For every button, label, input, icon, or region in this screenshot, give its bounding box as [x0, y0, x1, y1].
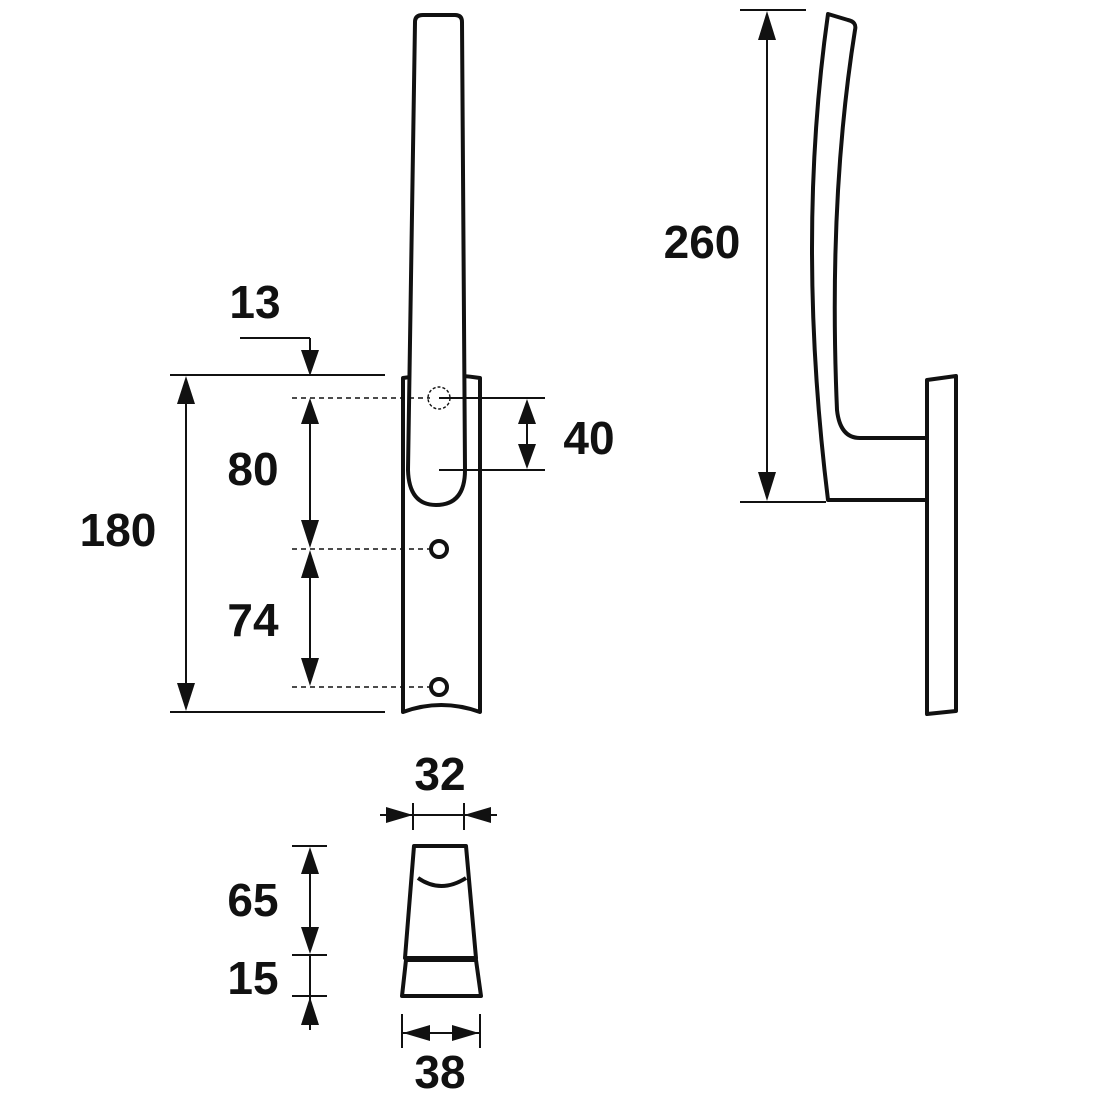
- upper-fixing-hole: [429, 539, 449, 559]
- dimension-rose-length-label: 180: [80, 504, 157, 556]
- extension-lines: [170, 337, 545, 713]
- dimension-hole-spacing-upper: 80: [227, 420, 319, 548]
- dimension-offset-top-label: 13: [229, 276, 280, 328]
- front-view: [401, 13, 482, 714]
- dimension-rose-length: 180: [80, 376, 195, 711]
- dimension-handle-length: 260: [664, 9, 826, 503]
- front-lever: [406, 13, 467, 507]
- dimension-spindle-offset-label: 40: [563, 412, 614, 464]
- end-view: [400, 844, 483, 998]
- dimension-spindle-offset: 40: [518, 399, 615, 469]
- side-view: [810, 12, 958, 716]
- dimension-handle-width-label: 32: [414, 748, 465, 800]
- dimension-hole-spacing-lower-label: 74: [227, 594, 279, 646]
- side-backplate: [925, 374, 958, 716]
- lower-fixing-hole: [429, 677, 449, 697]
- end-rose: [400, 958, 483, 998]
- dimension-rose-depth: 15: [227, 952, 319, 1030]
- dimension-rose-depth-label: 15: [227, 952, 278, 1004]
- dimension-projection: 65: [227, 845, 327, 997]
- dimension-hole-spacing-lower: 74: [227, 550, 319, 686]
- dimension-handle-width: 32: [380, 748, 497, 830]
- end-lever: [403, 844, 478, 960]
- dimension-hole-spacing-upper-label: 80: [227, 443, 278, 495]
- end-lever-curve: [416, 876, 468, 888]
- side-lever: [810, 12, 929, 502]
- dimension-offset-top: 13: [229, 276, 319, 424]
- dimension-rose-width: 38: [401, 1014, 481, 1098]
- dimension-rose-width-label: 38: [414, 1046, 465, 1098]
- dimension-projection-label: 65: [227, 874, 278, 926]
- dimension-handle-length-label: 260: [664, 216, 741, 268]
